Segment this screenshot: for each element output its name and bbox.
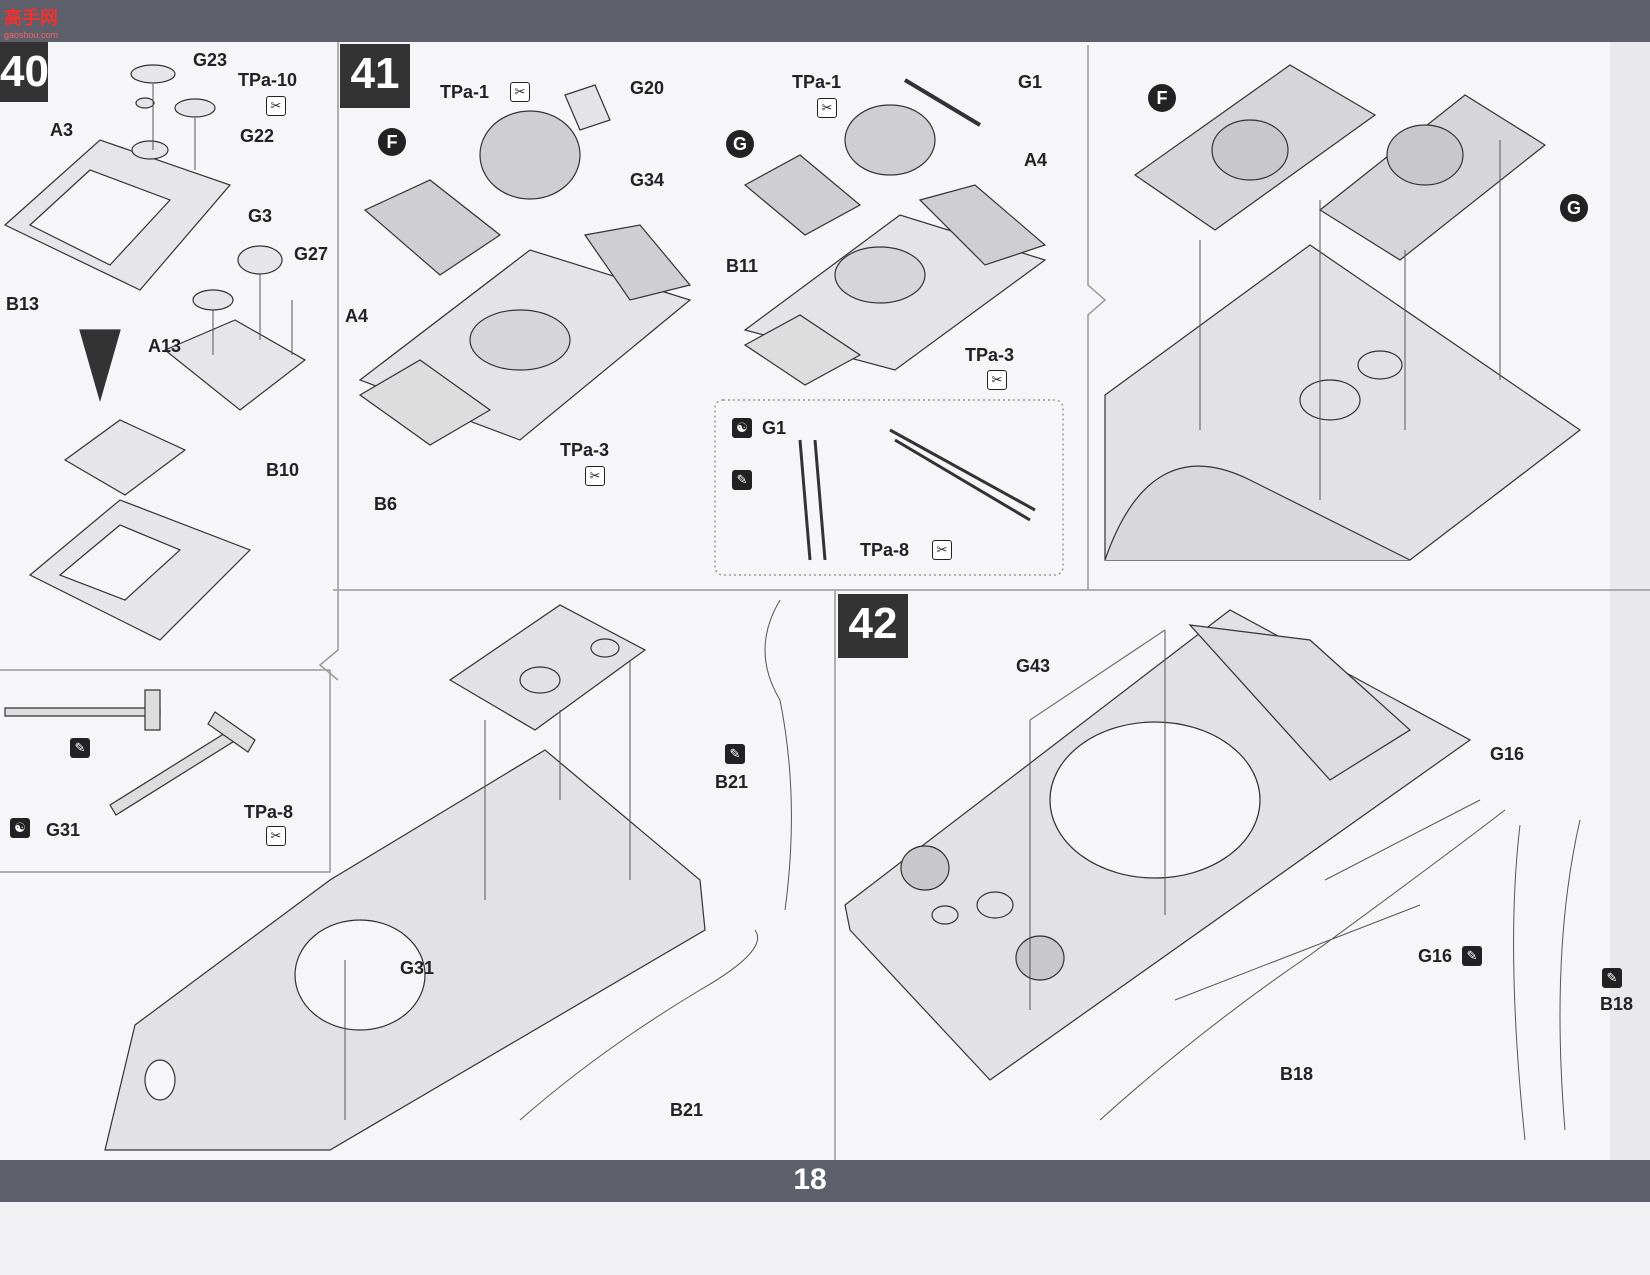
- part-label-tpa-3: TPa-3: [560, 440, 610, 460]
- scan-margin: [0, 1202, 1650, 1275]
- part-label-b6: B6: [374, 494, 398, 514]
- part-label-b18: B18: [1280, 1064, 1314, 1084]
- bottom-band: [0, 1160, 1650, 1202]
- cement-icon: ✎: [725, 744, 745, 764]
- part-label-b21: B21: [715, 772, 749, 792]
- cut-icon: ✂: [817, 98, 837, 118]
- cut-icon: ✂: [932, 540, 952, 560]
- part-label-g1: G1: [1018, 72, 1043, 92]
- part-label-b21-b: B21: [670, 1100, 704, 1120]
- marker-f-right: F: [1148, 84, 1176, 112]
- page-number: 18: [793, 1163, 827, 1196]
- part-label-b11: B11: [726, 256, 759, 276]
- part-label-a3: A3: [50, 120, 74, 140]
- part-label-g31: G31: [46, 820, 81, 840]
- part-label-g23: G23: [193, 50, 228, 70]
- part-label-g31-b: G31: [400, 958, 435, 978]
- step-number-42: 42: [838, 594, 908, 658]
- part-label-tpa-8-b: TPa-8: [860, 540, 910, 560]
- part-label-g20: G20: [630, 78, 665, 98]
- cement-icon: ✎: [732, 470, 752, 490]
- part-label-tpa-3-b: TPa-3: [965, 345, 1015, 365]
- part-label-g22: G22: [240, 126, 275, 146]
- cut-icon: ✂: [266, 826, 286, 846]
- cut-icon: ✂: [510, 82, 530, 102]
- marker-g: G: [726, 130, 754, 158]
- part-label-g16-b: G16: [1418, 946, 1453, 966]
- part-label-g34: G34: [630, 170, 665, 190]
- yinyang-icon: ☯: [10, 818, 30, 838]
- step-number-41: 41: [340, 44, 410, 108]
- step-number-40: 40: [0, 42, 49, 102]
- part-label-g43: G43: [1016, 656, 1051, 676]
- cement-icon: ✎: [1462, 946, 1482, 966]
- marker-f: F: [378, 128, 406, 156]
- cement-icon: ✎: [70, 738, 90, 758]
- part-label-g1-b: G1: [762, 418, 787, 438]
- cut-icon: ✂: [266, 96, 286, 116]
- yinyang-icon: ☯: [732, 418, 752, 438]
- part-label-g27: G27: [294, 244, 329, 264]
- top-band: [0, 0, 1650, 42]
- part-label-tpa-8: TPa-8: [244, 802, 294, 822]
- part-label-g16: G16: [1490, 744, 1525, 764]
- marker-g-right: G: [1560, 194, 1588, 222]
- part-label-b10: B10: [266, 460, 300, 480]
- part-label-b18-b: B18: [1600, 994, 1634, 1014]
- part-label-a4: A4: [345, 306, 369, 326]
- cut-icon: ✂: [987, 370, 1007, 390]
- cement-icon: ✎: [1602, 968, 1622, 988]
- part-label-tpa-10: TPa-10: [238, 70, 298, 90]
- part-label-tpa-1: TPa-1: [440, 82, 490, 102]
- cut-icon: ✂: [585, 466, 605, 486]
- part-label-b13: B13: [6, 294, 40, 314]
- part-label-a13: A13: [148, 336, 182, 356]
- part-label-tpa-1-b: TPa-1: [792, 72, 842, 92]
- part-label-a4-b: A4: [1024, 150, 1048, 170]
- part-label-g3: G3: [248, 206, 273, 226]
